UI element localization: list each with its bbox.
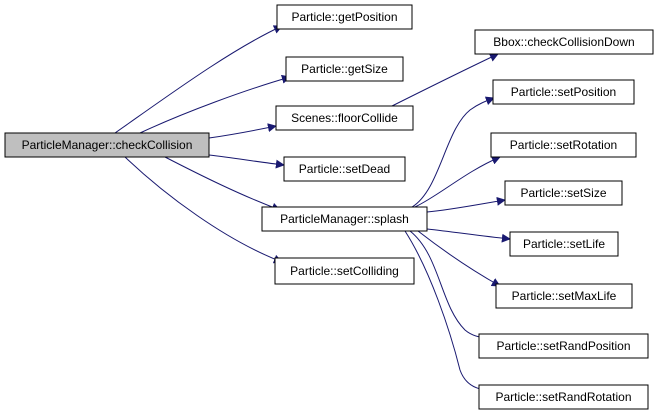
- edge-line: [164, 156, 281, 212]
- node-box: [275, 105, 414, 131]
- edge-floorCollide-checkCollisionDown: [391, 53, 499, 107]
- edge-splash-setMaxLife: [417, 230, 501, 287]
- node-checkCollisionDown[interactable]: Bbox::checkCollisionDown: [474, 29, 654, 55]
- node-setMaxLife[interactable]: Particle::setMaxLife: [495, 283, 633, 309]
- node-label: Particle::setPosition: [511, 85, 616, 99]
- node-box: [490, 132, 637, 158]
- node-box: [492, 79, 635, 105]
- node-setRandRotation[interactable]: Particle::setRandRotation: [478, 384, 649, 410]
- edge-line: [124, 156, 283, 264]
- node-box: [261, 206, 428, 232]
- edge-line: [208, 154, 285, 169]
- node-label: Particle::setMaxLife: [512, 289, 617, 303]
- node-label: Particle::setRotation: [510, 138, 617, 152]
- node-box: [474, 29, 654, 55]
- node-label: Particle::setSize: [520, 186, 606, 200]
- edge-line: [404, 230, 491, 395]
- node-setRotation[interactable]: Particle::setRotation: [490, 132, 637, 158]
- node-setDead[interactable]: Particle::setDead: [283, 156, 406, 182]
- node-getSize[interactable]: Particle::getSize: [285, 56, 404, 82]
- node-label: Particle::setColliding: [290, 264, 399, 278]
- node-label: ParticleManager::checkCollision: [22, 138, 193, 152]
- edge-line: [414, 156, 501, 208]
- node-setRandPosition[interactable]: Particle::setRandPosition: [478, 333, 649, 359]
- node-label: Particle::setRandPosition: [496, 339, 630, 353]
- node-splash[interactable]: ParticleManager::splash: [261, 206, 428, 232]
- node-box: [504, 180, 623, 206]
- edge-splash-setLife: [426, 228, 511, 243]
- edge-root-floorCollide: [208, 123, 277, 139]
- node-setSize[interactable]: Particle::setSize: [504, 180, 623, 206]
- edge-splash-setRandPosition: [409, 230, 491, 343]
- edge-line: [417, 230, 501, 287]
- edge-root-getSize: [139, 74, 291, 134]
- edge-root-splash: [164, 156, 281, 212]
- node-setPosition[interactable]: Particle::setPosition: [492, 79, 635, 105]
- node-root[interactable]: ParticleManager::checkCollision: [4, 132, 210, 158]
- edge-splash-setRandRotation: [404, 230, 491, 395]
- node-box: [4, 132, 210, 158]
- edge-line: [409, 230, 491, 343]
- node-getPosition[interactable]: Particle::getPosition: [276, 4, 413, 30]
- nodes: ParticleManager::checkCollisionParticle:…: [4, 4, 654, 410]
- node-box: [495, 283, 633, 309]
- edge-line: [208, 123, 277, 139]
- edge-root-setDead: [208, 154, 285, 169]
- edge-root-getPosition: [114, 25, 283, 134]
- node-box: [276, 4, 413, 30]
- node-label: Particle::getPosition: [291, 10, 397, 24]
- node-label: ParticleManager::splash: [280, 212, 409, 226]
- node-setLife[interactable]: Particle::setLife: [509, 231, 619, 257]
- edge-splash-setSize: [426, 196, 506, 213]
- node-box: [478, 333, 649, 359]
- edge-line: [426, 196, 506, 213]
- node-box: [274, 257, 415, 285]
- edge-root-setColliding: [124, 156, 283, 264]
- edge-line: [114, 25, 283, 134]
- edge-splash-setRotation: [414, 156, 501, 208]
- node-label: Particle::getSize: [301, 62, 388, 76]
- edge-line: [426, 228, 511, 243]
- node-box: [283, 156, 406, 182]
- node-box: [478, 384, 649, 410]
- node-floorCollide[interactable]: Scenes::floorCollide: [275, 105, 414, 131]
- node-label: Scenes::floorCollide: [291, 111, 398, 125]
- edge-line: [139, 74, 291, 134]
- edge-line: [411, 96, 495, 208]
- edge-line: [391, 53, 499, 107]
- node-box: [509, 231, 619, 257]
- node-label: Particle::setLife: [523, 237, 605, 251]
- node-box: [285, 56, 404, 82]
- node-label: Particle::setDead: [299, 162, 390, 176]
- node-label: Bbox::checkCollisionDown: [493, 35, 634, 49]
- node-setColliding[interactable]: Particle::setColliding: [274, 257, 415, 285]
- node-label: Particle::setRandRotation: [495, 390, 631, 404]
- edge-splash-setPosition: [411, 96, 495, 208]
